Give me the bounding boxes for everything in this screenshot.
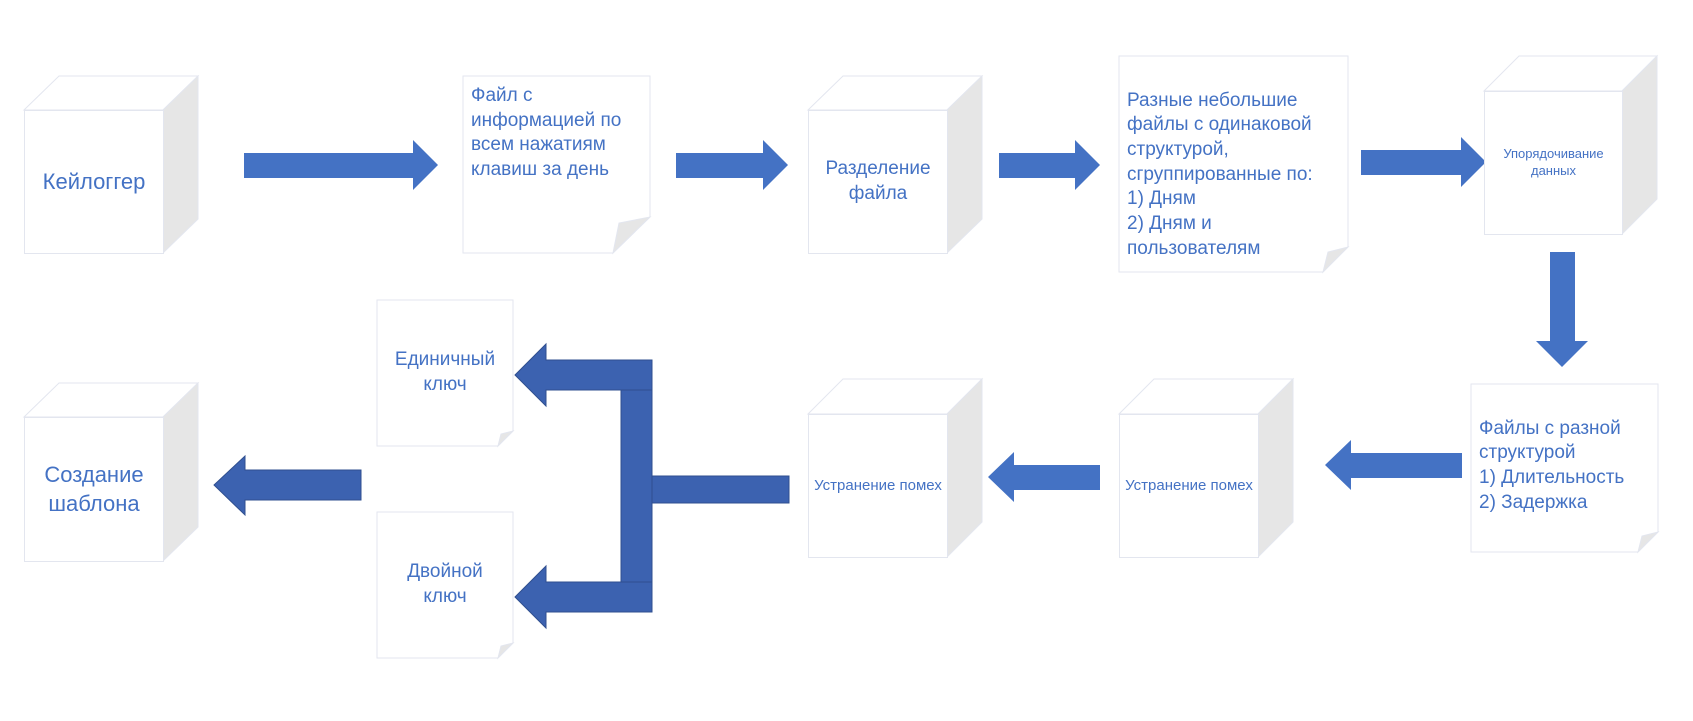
- branch-head-down: [514, 564, 653, 630]
- note-fold: [1322, 246, 1350, 274]
- node-label: Единичный ключ: [394, 349, 496, 395]
- arrow-small-files-to-ordering: [1361, 137, 1486, 187]
- node-label: Файлы с разной структурой 1) Длительност…: [1479, 417, 1625, 513]
- note-small-files: [1118, 55, 1350, 274]
- node-label: Устранение помех: [1125, 477, 1253, 495]
- node-label: Упорядочивание данных: [1503, 146, 1604, 178]
- branch-vertical: [620, 359, 653, 613]
- arrow-to-template: [213, 454, 362, 517]
- node-label: Файл с информацией по всем нажатиям клав…: [471, 85, 622, 181]
- arrow-noise2-to-noise1: [988, 452, 1100, 502]
- branch-head-up: [514, 342, 653, 408]
- node-noise-removal-1: Устранение помех: [808, 414, 948, 558]
- cube-template-creation: [22, 381, 200, 563]
- node-daily-file: Файл с информацией по всем нажатиям клав…: [463, 76, 650, 253]
- node-label: Двойной ключ: [407, 561, 483, 607]
- cube-noise-removal-2: [1117, 377, 1295, 559]
- node-label: Разделение файла: [825, 158, 931, 204]
- note-fold: [497, 430, 515, 448]
- node-data-ordering: Упорядочивание данных: [1484, 91, 1623, 235]
- node-structure-files: Файлы с разной структурой 1) Длительност…: [1471, 384, 1658, 552]
- arrow-keylogger-to-file: [244, 140, 438, 190]
- node-double-key: Двойной ключ: [377, 512, 513, 658]
- note-daily-file: [462, 75, 652, 255]
- arrow-ordering-to-structure: [1536, 252, 1588, 367]
- node-label: Разные небольшие файлы с одинаковой стру…: [1127, 89, 1313, 259]
- arrow-file-to-split: [676, 140, 788, 190]
- cube-file-split: [806, 74, 984, 255]
- node-label: Кейлоггер: [42, 168, 146, 194]
- node-label: Создание шаблона: [44, 461, 144, 516]
- arrow-split-to-small-files: [999, 140, 1100, 190]
- branch-arrow: [514, 342, 790, 630]
- note-fold: [497, 642, 515, 660]
- note-structure-files: [1470, 383, 1660, 554]
- note-fold: [1637, 531, 1660, 554]
- node-single-key: Единичный ключ: [377, 300, 513, 446]
- note-double-key: [376, 511, 515, 660]
- node-small-files: Разные небольшие файлы с одинаковой стру…: [1119, 56, 1348, 272]
- arrow-structure-to-noise2: [1325, 440, 1462, 490]
- cube-data-ordering: [1482, 54, 1659, 236]
- node-label: Устранение помех: [814, 477, 942, 495]
- note-single-key: [376, 299, 515, 448]
- node-keylogger: Кейлоггер: [24, 110, 164, 254]
- node-template-creation: Создание шаблона: [24, 417, 164, 562]
- cube-noise-removal-1: [806, 377, 984, 559]
- node-file-split: Разделение файла: [808, 110, 948, 254]
- note-fold: [612, 216, 652, 255]
- node-noise-removal-2: Устранение помех: [1119, 414, 1259, 558]
